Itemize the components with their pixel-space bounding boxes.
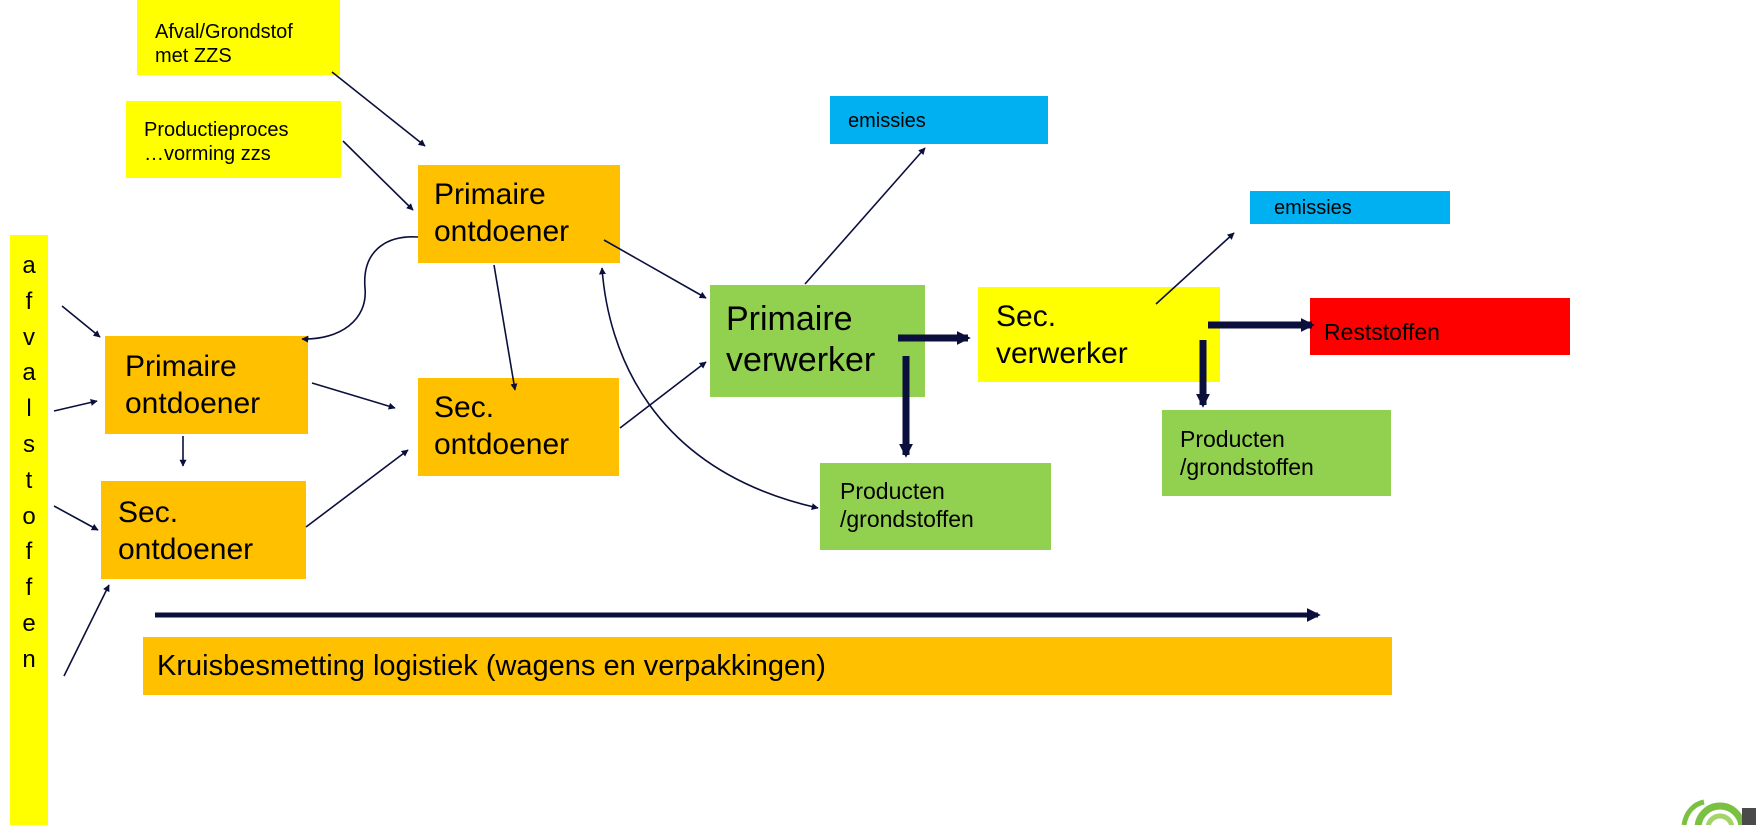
primary-disposer-left-label: Primaire ontdoener [125, 350, 261, 420]
emissions-label-2: emissies [1274, 197, 1352, 219]
emissions-box-2: emissies [1250, 191, 1450, 224]
products-label-2: Producten /grondstoffen [1180, 426, 1314, 481]
source-production-process-label: Productieproces …vorming zzs [144, 119, 289, 166]
cross-contamination-bar: Kruisbesmetting logistiek (wagens en ver… [143, 637, 1392, 695]
arrow-waste-to-primary-left-1 [61, 305, 101, 338]
waste-stream-letter: a [22, 252, 36, 279]
secondary-processor-label: Sec. verwerker [996, 300, 1128, 370]
arrow-source2-to-primary-top [342, 140, 414, 211]
arrow-primary-left-to-secondary-mid [311, 382, 396, 410]
residues-label: Reststoffen [1324, 319, 1440, 345]
secondary-disposer-mid: Sec. ontdoener [418, 378, 619, 476]
products-box-1: Producten /grondstoffen [820, 463, 1051, 550]
waste-stream-letter: t [25, 466, 33, 494]
cross-contamination-label: Kruisbesmetting logistiek (wagens en ver… [157, 650, 826, 682]
arrow-waste-to-primary-left-2 [53, 399, 98, 412]
waste-stream-letter: f [25, 538, 33, 566]
arrow-primary-processor-to-emissions [804, 147, 926, 285]
waste-stream-letter: f [25, 287, 33, 315]
primary-disposer-top-label: Primaire ontdoener [434, 178, 570, 248]
products-label-1: Producten /grondstoffen [840, 478, 974, 533]
emissions-label-1: emissies [848, 110, 926, 132]
waste-stream-letter: l [26, 395, 32, 423]
waste-stream-letter: n [22, 645, 36, 673]
primary-disposer-top: Primaire ontdoener [418, 165, 620, 263]
secondary-processor: Sec. verwerker [978, 287, 1220, 382]
waste-stream-letter: e [22, 609, 36, 637]
waste-stream-letter: v [23, 323, 35, 351]
residues-box: Reststoffen [1310, 298, 1570, 355]
leaf-logo-icon [1680, 790, 1756, 825]
waste-stream-bar [10, 235, 48, 825]
arrow-secondary-left-to-secondary-mid [305, 449, 409, 528]
arrow-primary-top-to-secondary-mid [493, 264, 518, 391]
secondary-disposer-mid-label: Sec. ontdoener [434, 391, 570, 461]
arrow-secondary-mid-to-primary-processor [619, 361, 707, 429]
source-production-process: Productieproces …vorming zzs [126, 101, 341, 178]
products-box-2: Producten /grondstoffen [1162, 410, 1391, 496]
arrow-waste-to-secondary-left [53, 505, 99, 531]
secondary-disposer-left: Sec. ontdoener [101, 481, 306, 579]
arrow-secondary-processor-to-emissions [1155, 232, 1235, 305]
waste-stream-letter: s [23, 430, 35, 458]
secondary-disposer-left-label: Sec. ontdoener [118, 496, 254, 566]
waste-stream-letter: o [22, 502, 36, 530]
source-waste-raw-material: Afval/Grondstof met ZZS [137, 0, 340, 75]
waste-stream-letter: f [25, 574, 33, 602]
primary-disposer-left: Primaire ontdoener [105, 336, 308, 434]
arrow-source1-to-primary-top [331, 71, 426, 147]
arrow-primary-top-products-exchange [598, 267, 819, 511]
source-waste-raw-material-label: Afval/Grondstof met ZZS [155, 21, 293, 68]
waste-stream-letter: a [22, 359, 36, 387]
emissions-box-1: emissies [830, 96, 1048, 144]
arrow-waste-to-secondary-left-2 [63, 584, 110, 677]
arrow-primary-top-to-primary-processor [603, 239, 707, 299]
arrow-primary-top-to-primary-left [301, 236, 419, 343]
